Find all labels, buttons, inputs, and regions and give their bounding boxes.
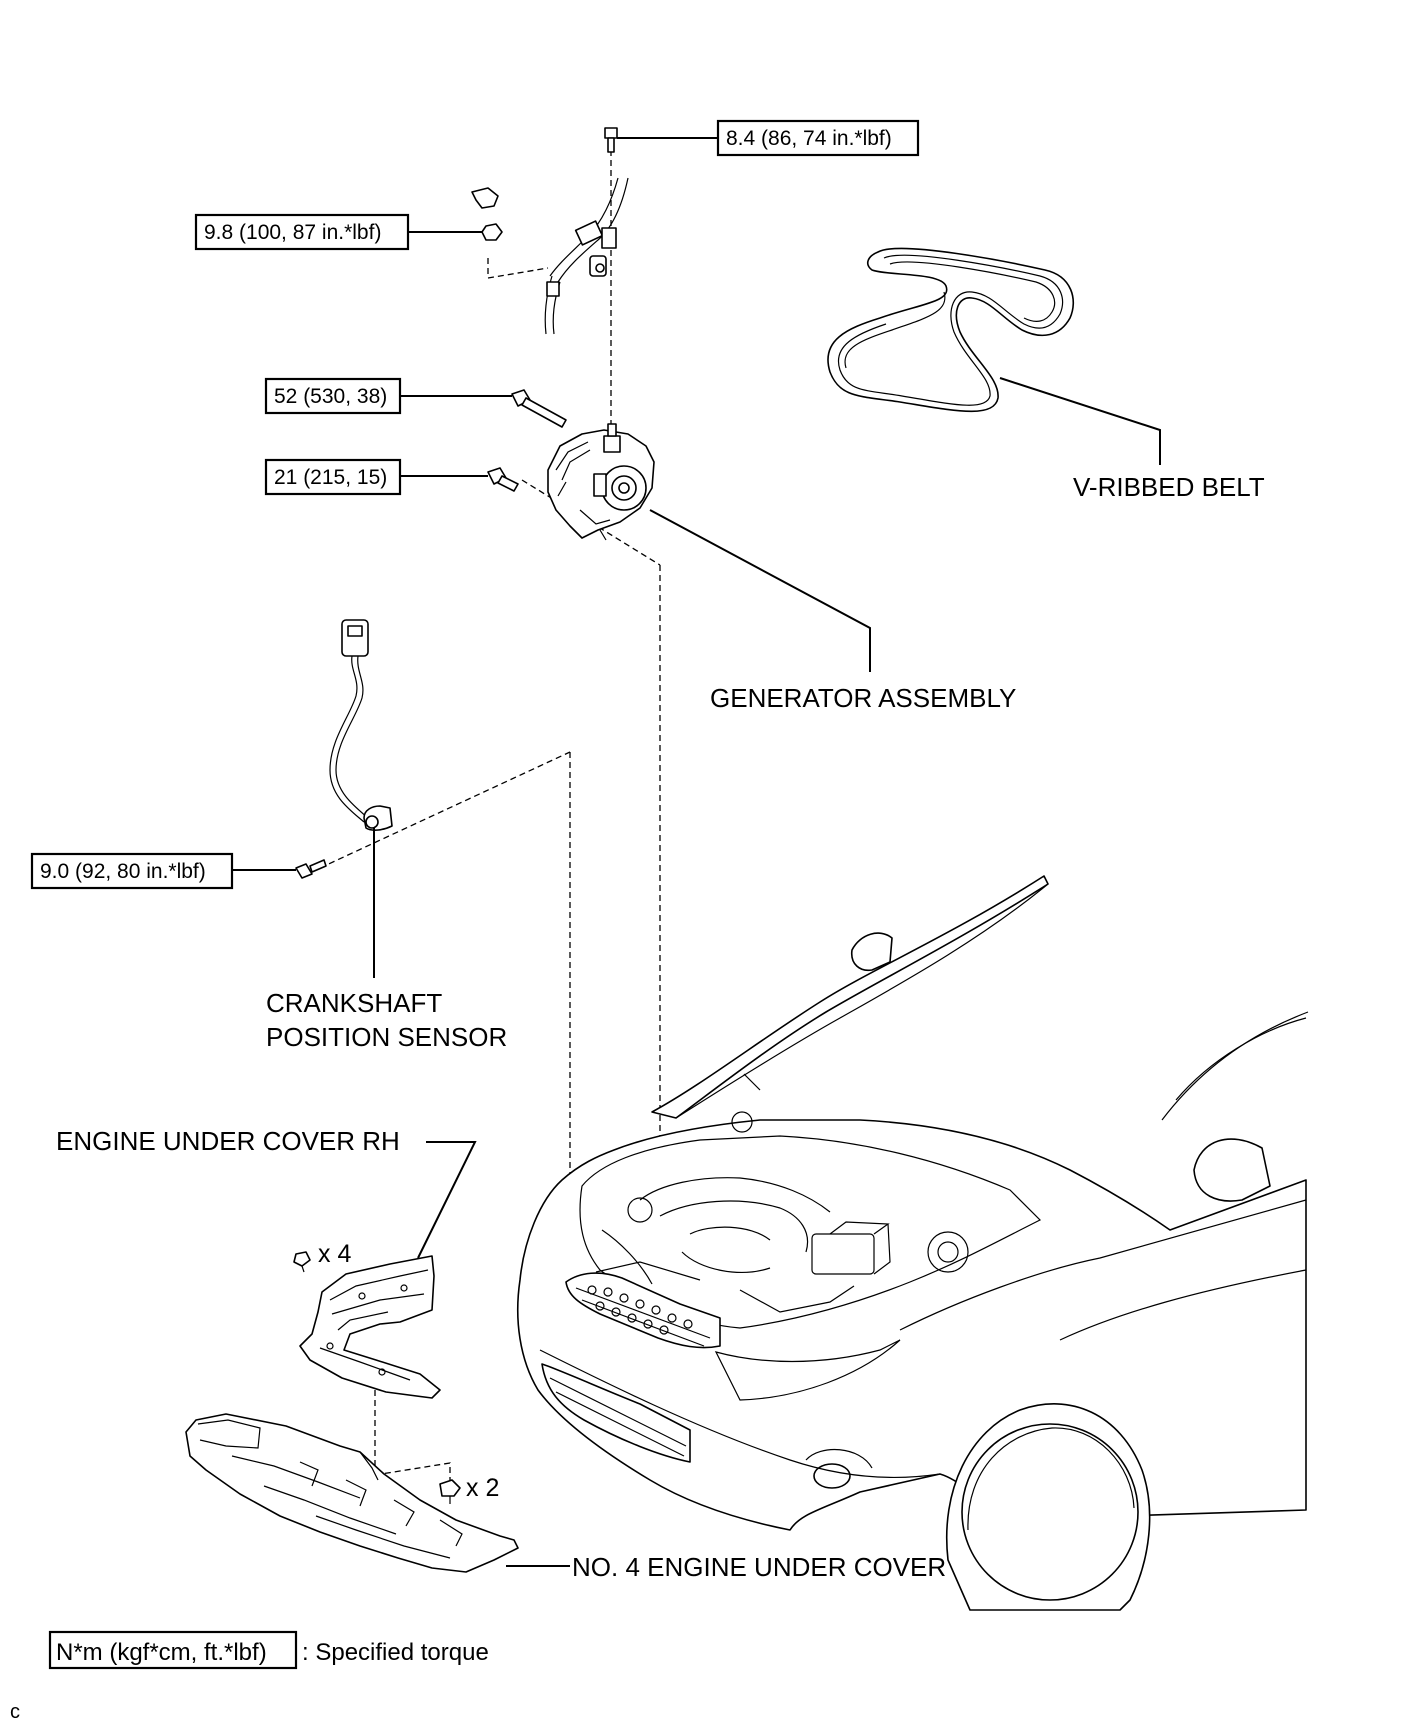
torque-box-terminal-nut: 9.8 (100, 87 in.*lbf) [194,213,410,251]
label-sensor-line1: CRANKSHAFT [266,988,442,1018]
torque-legend: N*m (kgf*cm, ft.*lbf) : Specified torque [48,1630,489,1670]
v-ribbed-belt-icon [827,247,1074,413]
torque-value-terminal-nut: 9.8 (100, 87 in.*lbf) [204,221,381,244]
torque-value-short-bolt: 21 (215, 15) [274,466,387,489]
label-engine-under-cover-rh: ENGINE UNDER COVER RH [56,1126,400,1156]
engine-under-cover-rh-icon [299,1255,441,1399]
label-rh-fastener-quantity: x 4 [318,1240,351,1268]
vehicle-front-icon [516,875,1309,1611]
corner-mark: c [10,1701,20,1723]
engine-under-cover-rh-leader [417,1141,477,1259]
torque-value-sensor-bolt: 9.0 (92, 80 in.*lbf) [40,860,206,883]
generator-leader [649,509,871,672]
short-bolt-icon [487,467,519,492]
torque-value-top-bolt: 8.4 (86, 74 in.*lbf) [726,127,892,150]
cover-rh-fastener-icon [293,1251,311,1273]
assembly-guide-lines [319,150,661,1480]
sensor-bolt-icon [295,859,327,879]
torque-value-long-bolt: 52 (530, 38) [274,385,387,408]
crankshaft-position-sensor-icon [329,619,393,831]
terminal-nut-icon [481,223,503,241]
no4-cover-fastener-icon [439,1479,461,1504]
top-bolt-icon [604,127,618,153]
torque-box-long-bolt: 52 (530, 38) [264,377,402,415]
no4-engine-under-cover-icon [185,1413,519,1573]
label-v-ribbed-belt: V-RIBBED BELT [1073,472,1265,502]
legend-meaning: : Specified torque [302,1639,489,1666]
torque-box-top-bolt: 8.4 (86, 74 in.*lbf) [716,119,920,157]
wire-harness-icon [544,177,629,335]
label-no4-engine-under-cover: NO. 4 ENGINE UNDER COVER [572,1552,946,1582]
legend-units: N*m (kgf*cm, ft.*lbf) [56,1639,267,1666]
label-no4-fastener-quantity: x 2 [466,1474,499,1502]
torque-box-short-bolt: 21 (215, 15) [264,458,402,496]
torque-box-sensor-bolt: 9.0 (92, 80 in.*lbf) [30,852,234,890]
label-sensor-line2: POSITION SENSOR [266,1022,507,1052]
v-ribbed-belt-leader [999,377,1161,465]
label-generator-assembly: GENERATOR ASSEMBLY [710,683,1016,713]
long-bolt-icon [511,389,567,428]
generator-assembly-icon [547,423,655,541]
terminal-cap-icon [471,187,499,209]
